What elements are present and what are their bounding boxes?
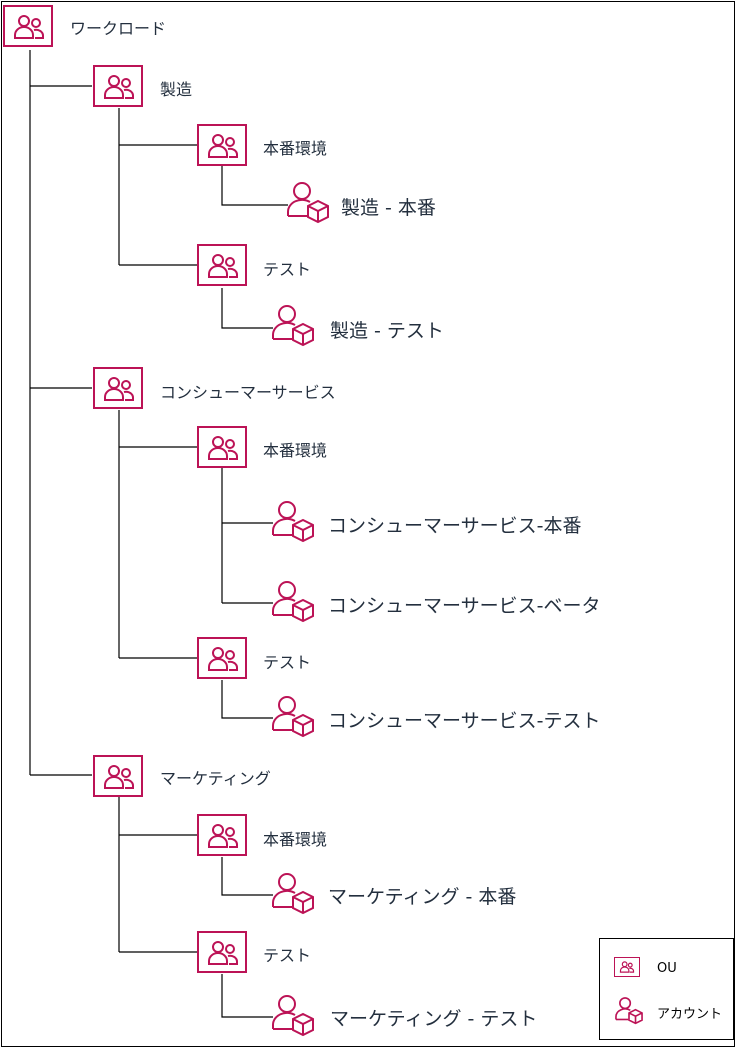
account-icon — [615, 997, 643, 1025]
account-label: 製造 - テスト — [330, 320, 444, 342]
ou-label-consumer-services-test: テスト — [263, 653, 312, 672]
account-label: マーケティング - テスト — [330, 1008, 538, 1030]
legend: OU アカウント — [599, 938, 734, 1040]
ou-label-root: ワークロード — [70, 19, 167, 38]
account-icon — [286, 182, 329, 224]
account-label: コンシューマーサービス-本番 — [328, 515, 582, 537]
organizational-unit-icon — [93, 755, 143, 797]
ou-label-marketing-test: テスト — [263, 946, 312, 965]
legend-ou-label: OU — [657, 961, 677, 976]
organizational-unit-icon — [197, 426, 247, 468]
organizational-unit-icon — [614, 957, 640, 977]
account-label: コンシューマーサービス-ベータ — [328, 595, 601, 617]
account-icon — [271, 581, 314, 623]
account-label: マーケティング - 本番 — [328, 886, 517, 908]
ou-label-marketing: マーケティング — [160, 769, 271, 788]
account-icon — [271, 696, 314, 738]
ou-label-manufacturing: 製造 — [160, 80, 193, 99]
ou-label-manufacturing-test: テスト — [263, 260, 312, 279]
organizational-unit-icon — [93, 367, 143, 409]
account-label: コンシューマーサービス-テスト — [328, 710, 601, 732]
account-icon — [271, 995, 314, 1037]
account-label: 製造 - 本番 — [341, 197, 436, 219]
ou-label-consumer-services-prod: 本番環境 — [263, 441, 328, 460]
account-icon — [271, 305, 314, 347]
organizational-unit-icon — [197, 637, 247, 679]
organizational-unit-icon — [93, 65, 143, 107]
ou-label-manufacturing-prod: 本番環境 — [263, 139, 328, 158]
organizational-unit-icon — [197, 244, 247, 286]
organizational-unit-icon — [197, 814, 247, 856]
ou-label-marketing-prod: 本番環境 — [263, 830, 328, 849]
organizational-unit-icon — [3, 5, 53, 47]
organizational-unit-icon — [197, 124, 247, 166]
organizational-unit-icon — [197, 931, 247, 973]
legend-account-label: アカウント — [657, 1007, 723, 1022]
account-icon — [271, 501, 314, 543]
ou-label-consumer-services: コンシューマーサービス — [160, 383, 336, 402]
account-icon — [271, 873, 314, 915]
